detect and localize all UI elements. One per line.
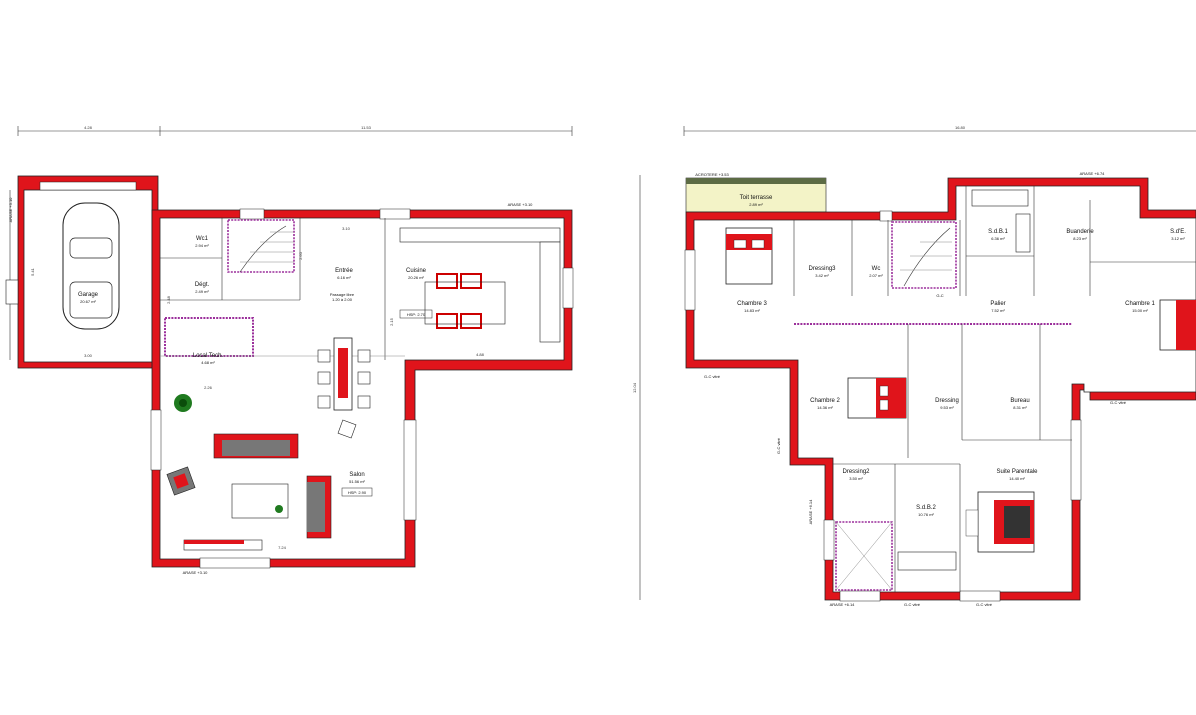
hsp-salon: HSP: 2.90 bbox=[348, 490, 367, 495]
arase-top-right-ground: ARASE +3.10 bbox=[508, 202, 534, 207]
dim-260: 2.60 bbox=[298, 251, 303, 260]
dim-upper-top: 16.80 bbox=[955, 125, 966, 130]
ground-main-walls: ARASE +3.10 ARASE +3.10 bbox=[150, 202, 574, 575]
gc-label-3: G-C vitré bbox=[1110, 400, 1127, 405]
acrotere-label: ACROTERE +3.53 bbox=[695, 172, 729, 177]
bureau-name: Bureau bbox=[1010, 398, 1029, 404]
toit-name: Toit terrasse bbox=[740, 195, 773, 201]
plant-icon bbox=[174, 394, 192, 412]
dim-top-left: 4.28 bbox=[84, 125, 93, 130]
chambre1-area: 15.00 m² bbox=[1132, 308, 1148, 313]
sofa-icon bbox=[213, 433, 332, 539]
dim-215: 2.15 bbox=[389, 317, 394, 326]
sdb1-name: S.d.B.1 bbox=[988, 229, 1008, 235]
dining-set-icon bbox=[317, 337, 371, 439]
dressing-name: Dressing bbox=[935, 398, 959, 404]
dressing2-area: 3.50 m² bbox=[849, 476, 863, 481]
degt-name: Dégt. bbox=[195, 282, 210, 288]
sdb2-name: S.d.B.2 bbox=[916, 505, 936, 511]
entree-name: Entrée bbox=[335, 268, 353, 274]
chambre1-name: Chambre 1 bbox=[1125, 301, 1155, 307]
bureau-area: 8.31 m² bbox=[1013, 405, 1027, 410]
sdb2-area: 10.76 m² bbox=[918, 512, 934, 517]
ground-floor-plan: 4.28 11.53 Garage 20.67 m² 3.00 ARASE +3… bbox=[5, 125, 574, 575]
dressing3-area: 3.42 m² bbox=[815, 273, 829, 278]
dim-226: 2.26 bbox=[204, 385, 213, 390]
hsp-cuisine: HSP: 2.70 bbox=[407, 312, 426, 317]
garage-name: Garage bbox=[78, 292, 99, 298]
passage-dims: 1.20 à 2.00 bbox=[332, 297, 353, 302]
wc-area: 2.07 m² bbox=[869, 273, 883, 278]
dim-top-right: 11.53 bbox=[361, 125, 371, 130]
garage-dim: 3.00 bbox=[84, 353, 93, 358]
gc-label-4: G-C vitré bbox=[904, 602, 921, 607]
upper-floor-plan: 16.80 ACROTERE +3.53 Toit terrasse 2.89 … bbox=[683, 125, 1196, 607]
gc-label-1: G-C bbox=[936, 293, 943, 298]
garage-block: Garage 20.67 m² 3.00 ARASE +3.10 5.41 bbox=[5, 175, 159, 369]
armchair-icon bbox=[166, 466, 196, 496]
chambre2-area: 14.36 m² bbox=[817, 405, 833, 410]
arase-left-ground: ARASE +3.10 bbox=[8, 197, 13, 223]
dining-table-icon bbox=[424, 273, 506, 329]
arase-bottom-ground: ARASE +3.10 bbox=[183, 570, 209, 575]
suite-area: 14.40 m² bbox=[1009, 476, 1025, 481]
ground-top-dimension: 4.28 11.53 bbox=[17, 125, 573, 136]
upper-top-dimension: 16.80 bbox=[683, 125, 1196, 136]
dressing-area: 9.53 m² bbox=[940, 405, 954, 410]
car-icon bbox=[62, 202, 120, 330]
chambre3-area: 14.83 m² bbox=[744, 308, 760, 313]
dim-724: 7.24 bbox=[278, 545, 287, 550]
dim-248: 2.48 bbox=[166, 295, 171, 304]
garage-area: 20.67 m² bbox=[80, 299, 96, 304]
local-tech-area: 4.68 m² bbox=[201, 360, 215, 365]
entree-area: 6.16 m² bbox=[337, 275, 351, 280]
arase-top-upper: ARASE +6.74 bbox=[1080, 171, 1106, 176]
suite-name: Suite Parentale bbox=[996, 469, 1038, 475]
upper-partitions bbox=[793, 186, 1196, 592]
bed-chambre3-icon bbox=[725, 227, 773, 285]
dressing3-name: Dressing3 bbox=[808, 266, 836, 272]
salon-area: 51.56 m² bbox=[349, 479, 365, 484]
sde-area: 3.12 m² bbox=[1171, 236, 1185, 241]
palier-area: 7.52 m² bbox=[991, 308, 1005, 313]
wc1-name: Wc1 bbox=[196, 236, 209, 242]
dim-310: 3.10 bbox=[342, 226, 351, 231]
bed-chambre2-icon bbox=[847, 377, 907, 419]
passage-name: Passage libre bbox=[330, 292, 355, 297]
sde-name: S.d'E. bbox=[1170, 229, 1186, 235]
buanderie-name: Buanderie bbox=[1066, 229, 1094, 235]
cuisine-name: Cuisine bbox=[406, 268, 427, 274]
dim-488: 4.88 bbox=[476, 352, 485, 357]
upper-height-dim: 12.04 bbox=[632, 382, 637, 393]
gc-label-5: G-C vitré bbox=[976, 602, 993, 607]
gc-label-2: G-C vitré bbox=[704, 374, 721, 379]
chambre2-name: Chambre 2 bbox=[810, 398, 840, 404]
ground-partitions bbox=[160, 218, 561, 360]
bed-chambre1-icon bbox=[1159, 299, 1196, 351]
arase-left-upper: ARASE +6.14 bbox=[808, 499, 813, 525]
local-tech-name: Local Tech. bbox=[193, 353, 224, 359]
cuisine-area: 20.26 m² bbox=[408, 275, 424, 280]
wc-name: Wc bbox=[872, 266, 881, 272]
sdb1-area: 6.36 m² bbox=[991, 236, 1005, 241]
garage-height-dim: 5.41 bbox=[30, 267, 35, 276]
upper-main-walls: ARASE +6.74 ARASE +6.14 ARASE +6.14 bbox=[684, 171, 1196, 607]
wc1-area: 2.94 m² bbox=[195, 243, 209, 248]
palier-name: Palier bbox=[990, 301, 1005, 307]
degt-area: 2.49 m² bbox=[195, 289, 209, 294]
toit-terrasse: ACROTERE +3.53 Toit terrasse 2.89 m² bbox=[685, 172, 827, 213]
chambre3-name: Chambre 3 bbox=[737, 301, 767, 307]
salon-name: Salon bbox=[349, 472, 364, 478]
tv-cabinet-icon bbox=[183, 539, 263, 551]
toit-area: 2.89 m² bbox=[749, 202, 763, 207]
buanderie-area: 8.23 m² bbox=[1073, 236, 1087, 241]
arase-bottom-upper: ARASE +6.14 bbox=[830, 602, 856, 607]
coffee-table-icon bbox=[231, 483, 289, 519]
gc-label-6: G-C vitré bbox=[776, 437, 781, 454]
dressing2-name: Dressing2 bbox=[842, 469, 870, 475]
bed-suite-icon bbox=[965, 491, 1035, 553]
